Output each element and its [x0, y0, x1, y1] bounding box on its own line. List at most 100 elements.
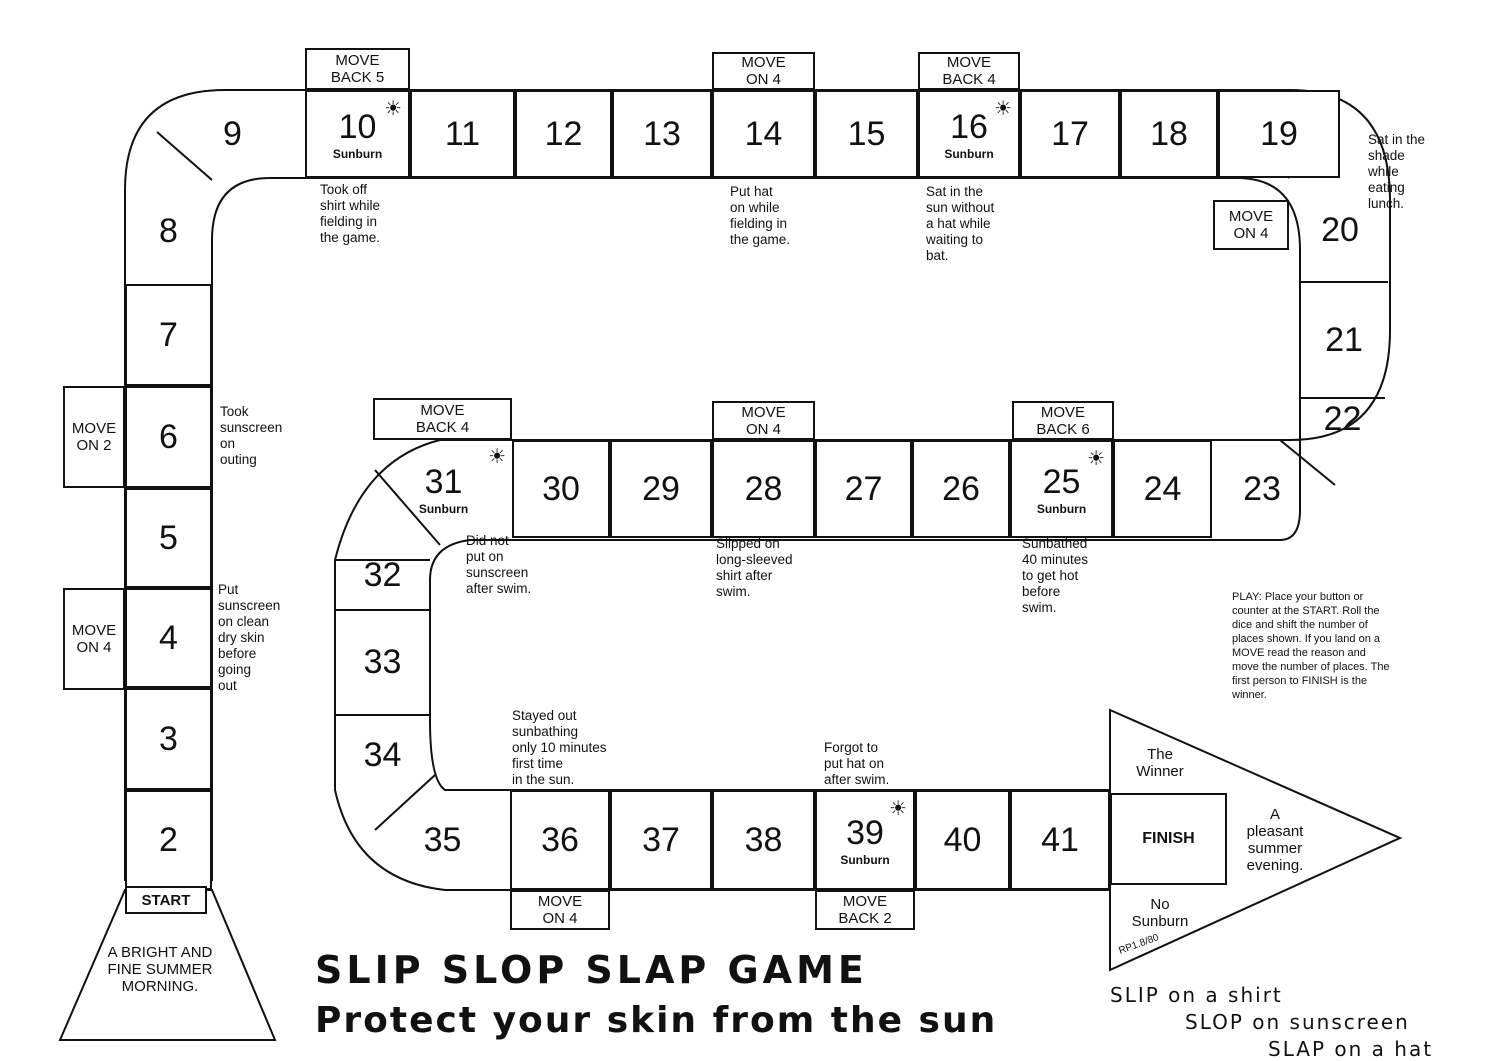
square-38[interactable]: 38 — [712, 790, 815, 890]
move-caption-4: Put hat on while fielding in the game. — [730, 184, 791, 247]
square-number: 33 — [363, 643, 402, 681]
square-20[interactable]: 20 — [1290, 178, 1390, 282]
winner-text: The Winner — [1136, 746, 1184, 780]
evening-text: A pleasant summer evening. — [1246, 806, 1304, 874]
move-caption-9: Did not put on sunscreen after swim. — [466, 533, 532, 596]
square-19[interactable]: 19 — [1218, 90, 1340, 178]
move-box-3[interactable]: MOVE BACK 5 — [305, 48, 410, 90]
square-34[interactable]: 34 — [335, 715, 430, 795]
move-box-5[interactable]: MOVE BACK 4 — [918, 52, 1020, 90]
square-17[interactable]: 17 — [1020, 90, 1120, 178]
slogan-slip: SLIP on a shirt — [1110, 983, 1283, 1007]
square-number: 8 — [159, 211, 178, 250]
sun-icon: ☀ — [1087, 448, 1105, 470]
move-box-9[interactable]: MOVE BACK 4 — [373, 398, 512, 440]
sunburn-label: Sunburn — [944, 146, 994, 161]
move-box-11[interactable]: MOVE BACK 2 — [815, 890, 915, 930]
square-28[interactable]: 28 — [712, 440, 815, 538]
square-32[interactable]: 32 — [335, 540, 430, 610]
start-square[interactable]: START — [125, 886, 207, 914]
square-number: 5 — [159, 518, 178, 557]
square-number: 37 — [642, 820, 680, 859]
move-caption-2: Took sunscreen on outing — [220, 404, 283, 467]
sunburn-label: Sunburn — [840, 852, 890, 867]
square-30[interactable]: 30 — [512, 440, 610, 538]
square-number: 13 — [643, 114, 681, 153]
square-2[interactable]: 2 — [125, 790, 212, 890]
square-number: 29 — [642, 469, 680, 508]
square-number: 35 — [423, 820, 462, 859]
move-box-2[interactable]: MOVE ON 2 — [63, 386, 125, 488]
square-number: 10 — [338, 107, 377, 146]
square-number: 16 — [950, 107, 988, 146]
square-26[interactable]: 26 — [912, 440, 1010, 538]
square-23[interactable]: 23 — [1212, 440, 1312, 538]
move-box-6[interactable]: MOVE ON 4 — [1213, 200, 1289, 250]
square-33[interactable]: 33 — [335, 610, 430, 715]
sunburn-label: Sunburn — [418, 501, 469, 516]
square-number: 18 — [1150, 114, 1188, 153]
square-9[interactable]: 9 — [160, 90, 305, 178]
square-5[interactable]: 5 — [125, 488, 212, 588]
slogan-slop: SLOP on sunscreen — [1185, 1010, 1410, 1034]
square-22[interactable]: 22 — [1300, 398, 1385, 440]
move-box-1[interactable]: MOVE ON 4 — [63, 588, 125, 690]
move-caption-10: Stayed out sunbathing only 10 minutes fi… — [512, 708, 607, 787]
square-8[interactable]: 8 — [125, 178, 212, 284]
move-box-7[interactable]: MOVE BACK 6 — [1012, 401, 1114, 440]
square-35[interactable]: 35 — [375, 790, 510, 890]
square-21[interactable]: 21 — [1300, 282, 1388, 398]
square-12[interactable]: 12 — [515, 90, 612, 178]
square-number: 7 — [159, 315, 178, 354]
square-6[interactable]: 6 — [125, 386, 212, 488]
move-caption-1: Put sunscreen on clean dry skin before g… — [218, 582, 281, 693]
square-number: 28 — [744, 469, 783, 508]
square-41[interactable]: 41 — [1010, 790, 1110, 890]
square-27[interactable]: 27 — [815, 440, 912, 538]
square-number: 19 — [1260, 114, 1298, 153]
move-caption-7: Sunbathed 40 minutes to get hot before s… — [1022, 536, 1089, 615]
square-14[interactable]: 14 — [712, 90, 815, 178]
square-number: 4 — [159, 618, 178, 657]
square-7[interactable]: 7 — [125, 284, 212, 386]
square-number: 20 — [1321, 210, 1359, 249]
square-15[interactable]: 15 — [815, 90, 918, 178]
slogan-slap: SLAP on a hat — [1268, 1037, 1434, 1061]
move-box-8[interactable]: MOVE ON 4 — [712, 401, 815, 440]
finish-square[interactable]: FINISH — [1110, 793, 1227, 885]
square-number: 14 — [744, 114, 783, 153]
square-18[interactable]: 18 — [1120, 90, 1218, 178]
square-number: 34 — [363, 735, 402, 774]
square-number: 2 — [159, 820, 178, 859]
square-13[interactable]: 13 — [612, 90, 712, 178]
square-40[interactable]: 40 — [915, 790, 1010, 890]
move-box-4[interactable]: MOVE ON 4 — [712, 52, 815, 90]
square-number: 40 — [943, 820, 982, 859]
square-36[interactable]: 36 — [510, 790, 610, 890]
square-24[interactable]: 24 — [1113, 440, 1212, 538]
square-11[interactable]: 11 — [410, 90, 515, 178]
square-number: 9 — [223, 114, 242, 153]
square-number: 36 — [541, 820, 579, 859]
square-number: 38 — [744, 820, 783, 859]
square-number: 24 — [1143, 469, 1182, 508]
square-3[interactable]: 3 — [125, 688, 212, 790]
game-title: SLIP SLOP SLAP GAME — [315, 948, 868, 992]
square-number: 41 — [1041, 820, 1079, 859]
square-29[interactable]: 29 — [610, 440, 712, 538]
square-37[interactable]: 37 — [610, 790, 712, 890]
square-number: 3 — [159, 719, 178, 758]
move-box-10[interactable]: MOVE ON 4 — [510, 890, 610, 930]
game-subtitle: Protect your skin from the sun — [315, 1000, 998, 1041]
no-sunburn-text: No Sunburn — [1131, 896, 1189, 930]
square-4[interactable]: 4 — [125, 588, 212, 688]
square-number: 17 — [1051, 114, 1089, 153]
sun-icon: ☀ — [994, 98, 1012, 120]
square-number: 11 — [444, 114, 481, 153]
